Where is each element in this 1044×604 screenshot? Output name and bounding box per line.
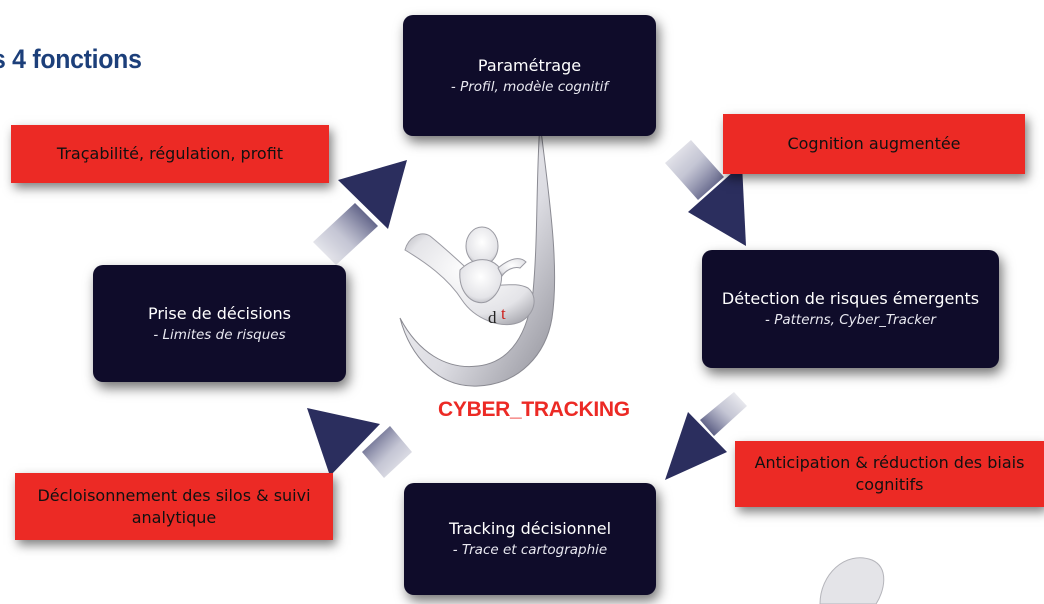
node-main-label: Paramétrage [477, 55, 582, 75]
page-title: s 4 fonctions [0, 44, 142, 74]
node-sub-label: - Trace et cartographie [452, 542, 608, 558]
tag-tracabilite: Traçabilité, régulation, profit [11, 125, 329, 183]
figure-logo-icon: d t [399, 121, 556, 387]
arrow-icon [665, 140, 746, 246]
node-main-label: Détection de risques émergents [721, 289, 980, 308]
arrow-icon [307, 408, 412, 478]
node-main-label: Tracking décisionnel [448, 519, 612, 538]
tag-decloisonnement: Décloisonnement des silos & suivi analyt… [15, 473, 333, 540]
node-sub-label: - Limites de risques [153, 326, 286, 343]
tag-anticipation: Anticipation & réduction des biais cogni… [735, 441, 1044, 507]
node-main-label: Prise de décisions [147, 303, 292, 323]
tag-label: Traçabilité, régulation, profit [56, 144, 284, 163]
tag-label-line-2: analytique [131, 507, 217, 527]
node-detection: Détection de risques émergents - Pattern… [702, 250, 999, 368]
node-tracking: Tracking décisionnel - Trace et cartogra… [404, 483, 656, 595]
decorative-shape [819, 557, 885, 604]
center-label: CYBER_TRACKING [438, 398, 630, 421]
arrow-icon [665, 392, 747, 480]
node-decision: Prise de décisions - Limites de risques [93, 265, 346, 382]
node-sub-label: - Patterns, Cyber_Tracker [765, 312, 936, 328]
logo-initial-d: d [488, 308, 497, 327]
tag-label-line-1: Décloisonnement des silos & suivi [37, 485, 311, 505]
node-parametrage: Paramétrage - Profil, modèle cognitif [403, 15, 656, 136]
node-sub-label: - Profil, modèle cognitif [450, 78, 609, 95]
tag-cognition: Cognition augmentée [723, 114, 1025, 174]
arrow-icon [313, 160, 407, 265]
tag-label: Cognition augmentée [787, 134, 961, 153]
logo-initial-t: t [501, 304, 506, 323]
tag-label-line-1: Anticipation & réduction des biais [754, 453, 1025, 472]
tag-label-line-2: cognitifs [855, 475, 924, 494]
